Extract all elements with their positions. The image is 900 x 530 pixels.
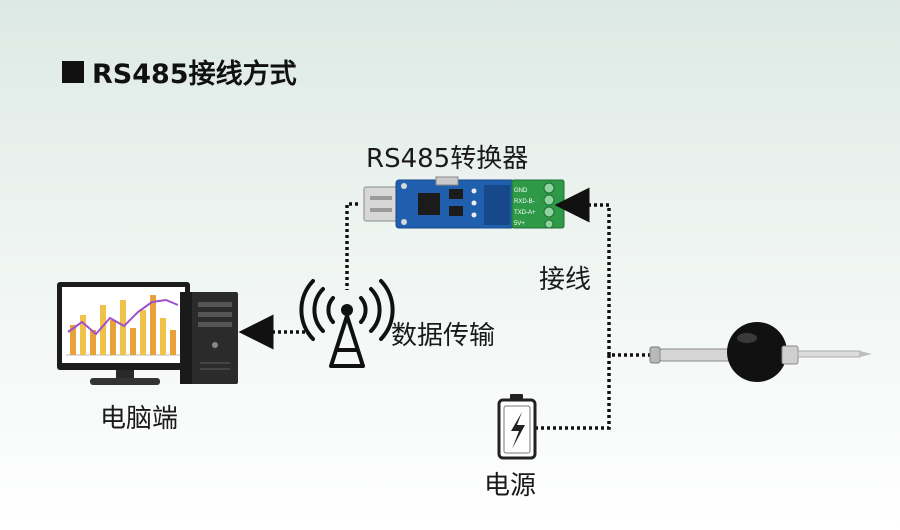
wiring-to-converter-line: [554, 187, 611, 355]
pin-label-txd: TXD-A+: [514, 210, 536, 216]
computer-label: 电脑端: [100, 404, 179, 434]
page-title: RS485接线方式: [62, 52, 297, 91]
wiring-label: 接线: [539, 265, 592, 295]
converter-to-antenna-line: [345, 202, 358, 290]
pin-label-rxd: RXD-B-: [514, 199, 535, 205]
pin-label-5v: 5V+: [514, 221, 525, 227]
power-label: 电源: [484, 471, 537, 501]
connection-lines: [238, 187, 650, 430]
sensor-probe-image: [649, 322, 872, 382]
converter-label: RS485转换器: [366, 144, 529, 174]
power-to-bus-line: [535, 355, 611, 430]
battery-icon: [497, 394, 537, 460]
title-square-icon: [62, 60, 84, 83]
rs485-converter-image: [363, 176, 565, 229]
pin-label-gnd: GND: [514, 188, 528, 194]
page-title-text: RS485接线方式: [92, 59, 297, 90]
computer-icon: [57, 282, 238, 385]
data-transmission-label: 数据传输: [391, 321, 496, 351]
antenna-icon: [299, 279, 395, 368]
